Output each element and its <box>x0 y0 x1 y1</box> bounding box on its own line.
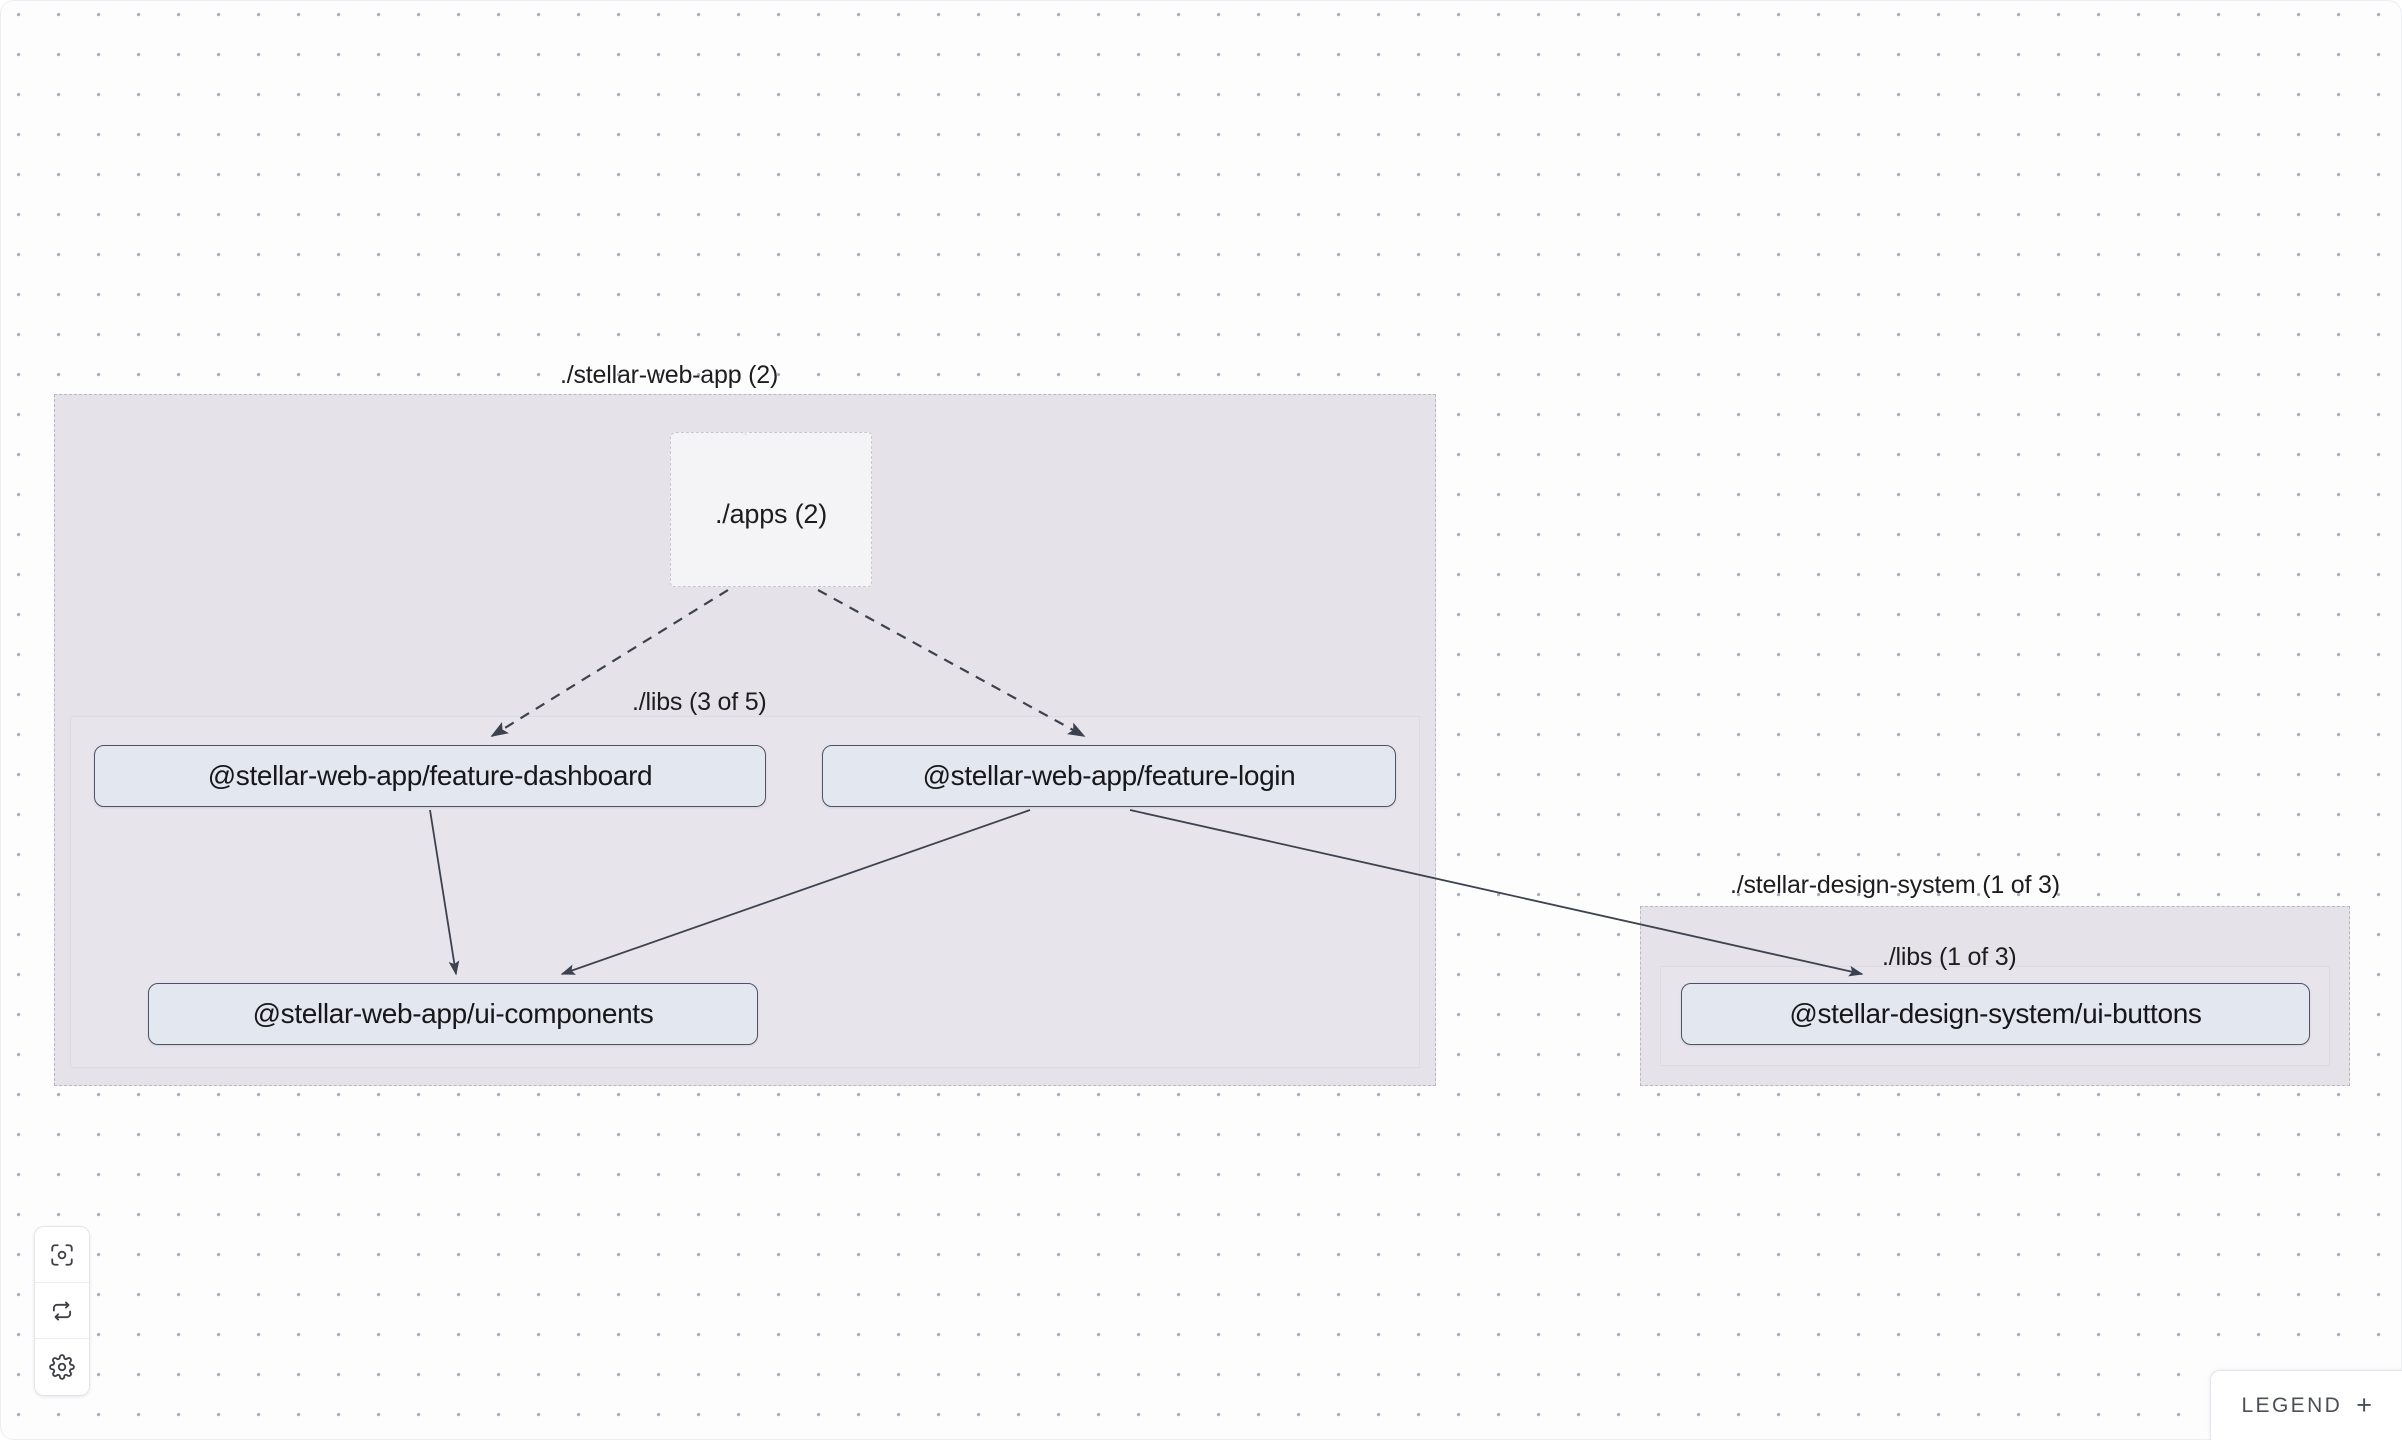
node-label: @stellar-web-app/feature-login <box>922 760 1296 791</box>
focus-graph-button[interactable] <box>35 1227 89 1283</box>
node-ui-components[interactable]: @stellar-web-app/ui-components <box>148 983 758 1045</box>
plus-icon: + <box>2356 1390 2372 1420</box>
group-label-libs-design-system: ./libs (1 of 3) <box>1882 943 2017 971</box>
node-ui-buttons[interactable]: @stellar-design-system/ui-buttons <box>1681 983 2310 1045</box>
group-label-libs-web-app: ./libs (3 of 5) <box>632 688 767 716</box>
legend-toggle-button[interactable]: LEGEND + <box>2210 1370 2402 1440</box>
node-label: @stellar-web-app/ui-components <box>252 998 654 1029</box>
refresh-graph-button[interactable] <box>35 1283 89 1339</box>
node-label: @stellar-web-app/feature-dashboard <box>207 760 653 791</box>
folder-apps[interactable]: ./apps (2) <box>670 432 872 587</box>
settings-button[interactable] <box>35 1339 89 1395</box>
group-label-stellar-design-system: ./stellar-design-system (1 of 3) <box>1730 871 2060 899</box>
refresh-sync-icon <box>49 1298 75 1324</box>
node-label: @stellar-design-system/ui-buttons <box>1789 998 2202 1029</box>
graph-controls <box>34 1226 90 1396</box>
folder-label-apps: ./apps (2) <box>714 499 828 529</box>
node-feature-dashboard[interactable]: @stellar-web-app/feature-dashboard <box>94 745 766 807</box>
group-label-stellar-web-app: ./stellar-web-app (2) <box>560 361 779 389</box>
gear-icon <box>49 1354 75 1380</box>
node-feature-login[interactable]: @stellar-web-app/feature-login <box>822 745 1396 807</box>
focus-target-icon <box>49 1242 75 1268</box>
legend-label: LEGEND <box>2241 1393 2343 1417</box>
folder-shape <box>670 432 872 587</box>
folder-tab <box>670 432 747 457</box>
